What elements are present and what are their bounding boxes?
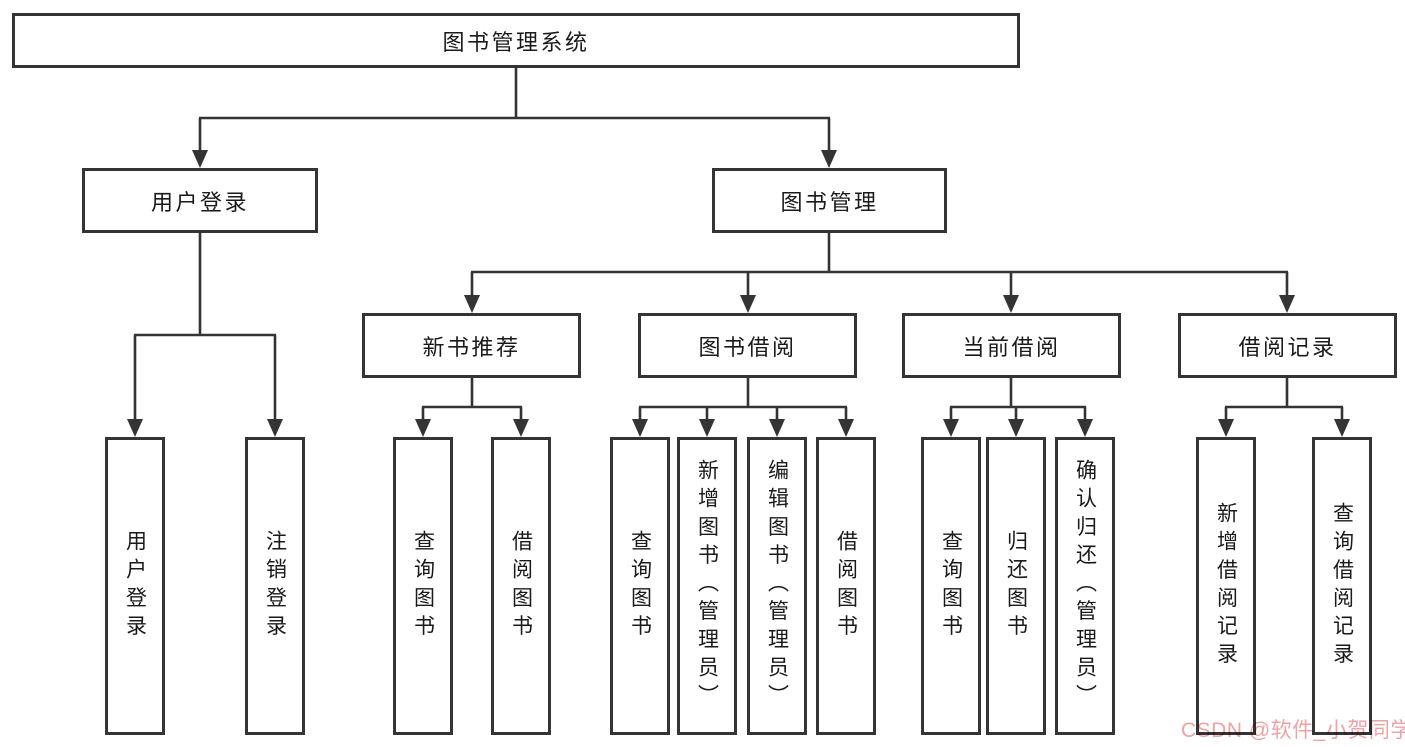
node-leaf-bb-borrow-book-label: 借阅图书 xyxy=(834,529,858,643)
node-leaf-br-query-record: 查询借阅记录 xyxy=(1312,437,1372,735)
arrowhead-br-query-record xyxy=(1334,419,1350,437)
node-current-borrow: 当前借阅 xyxy=(902,313,1121,378)
arrowhead-book-borrow xyxy=(740,295,756,313)
node-leaf-nb-borrow-book-label: 借阅图书 xyxy=(509,529,533,643)
arrowhead-cb-return-book xyxy=(1008,419,1024,437)
node-leaf-nb-query-book: 查询图书 xyxy=(393,437,453,735)
node-leaf-bb-query-book-label: 查询图书 xyxy=(628,529,652,643)
arrowhead-borrow-record xyxy=(1279,295,1295,313)
node-borrow-record: 借阅记录 xyxy=(1178,313,1397,378)
node-leaf-cb-query-book: 查询图书 xyxy=(921,437,981,735)
node-leaf-cb-confirm-return-label: 确认归还（管理员） xyxy=(1073,459,1097,713)
node-leaf-cb-return-book-label: 归还图书 xyxy=(1004,529,1028,643)
connector-book-mgmt-to-level2 xyxy=(470,232,1289,309)
arrowheads xyxy=(127,150,1350,437)
arrowhead-user-login xyxy=(192,150,208,168)
node-leaf-cb-return-book: 归还图书 xyxy=(986,437,1046,735)
arrowhead-bb-query-book xyxy=(632,419,648,437)
arrowhead-br-add-record xyxy=(1218,419,1234,437)
node-leaf-cb-query-book-label: 查询图书 xyxy=(939,529,963,643)
node-leaf-bb-add-book: 新增图书（管理员） xyxy=(677,437,737,735)
arrowhead-nb-query-book xyxy=(415,419,431,437)
arrowhead-current-borrow xyxy=(1003,295,1019,313)
connector-root-to-level1 xyxy=(198,68,831,164)
arrowhead-new-book-rec xyxy=(464,295,480,313)
node-current-borrow-label: 当前借阅 xyxy=(962,334,1061,360)
connector-borrow-record-to-leaves xyxy=(1224,378,1344,433)
node-leaf-bb-add-book-label: 新增图书（管理员） xyxy=(695,459,719,713)
node-leaf-nb-query-book-label: 查询图书 xyxy=(411,529,435,643)
arrowhead-nb-borrow-book xyxy=(513,419,529,437)
node-borrow-record-label: 借阅记录 xyxy=(1238,334,1337,360)
node-root-label: 图书管理系统 xyxy=(442,29,590,55)
node-new-book-rec-label: 新书推荐 xyxy=(422,334,521,360)
node-leaf-bb-edit-book: 编辑图书（管理员） xyxy=(747,437,807,735)
node-leaf-br-add-record: 新增借阅记录 xyxy=(1196,437,1256,735)
node-root: 图书管理系统 xyxy=(12,13,1020,68)
node-new-book-rec: 新书推荐 xyxy=(362,313,581,378)
node-leaf-user-login-label: 用户登录 xyxy=(123,529,147,643)
node-book-borrow: 图书借阅 xyxy=(638,313,857,378)
node-book-mgmt: 图书管理 xyxy=(712,168,947,233)
node-leaf-bb-borrow-book: 借阅图书 xyxy=(816,437,876,735)
node-leaf-logout: 注销登录 xyxy=(245,437,305,735)
arrowhead-book-mgmt xyxy=(821,150,837,168)
node-leaf-logout-label: 注销登录 xyxy=(263,529,287,643)
node-leaf-user-login: 用户登录 xyxy=(105,437,165,735)
csdn-watermark: CSDN @软件_小贺同学 xyxy=(1181,719,1405,742)
node-user-login: 用户登录 xyxy=(82,168,318,233)
node-leaf-nb-borrow-book: 借阅图书 xyxy=(491,437,551,735)
arrowhead-cb-query-book xyxy=(943,419,959,437)
node-leaf-bb-query-book: 查询图书 xyxy=(610,437,670,735)
arrowhead-user-login-leaf xyxy=(127,419,143,437)
node-user-login-label: 用户登录 xyxy=(150,189,249,215)
node-book-mgmt-label: 图书管理 xyxy=(780,189,879,215)
node-leaf-br-add-record-label: 新增借阅记录 xyxy=(1214,501,1238,671)
arrowhead-bb-borrow-book xyxy=(838,419,854,437)
arrowhead-bb-edit-book xyxy=(769,419,785,437)
node-leaf-br-query-record-label: 查询借阅记录 xyxy=(1330,501,1354,671)
arrowhead-cb-confirm-return xyxy=(1077,419,1093,437)
arrowhead-bb-add-book xyxy=(699,419,715,437)
connector-user-login-to-leaves xyxy=(133,233,277,433)
node-book-borrow-label: 图书借阅 xyxy=(698,334,797,360)
connector-book-borrow-to-leaves xyxy=(638,378,848,433)
node-leaf-bb-edit-book-label: 编辑图书（管理员） xyxy=(765,459,789,713)
node-leaf-cb-confirm-return: 确认归还（管理员） xyxy=(1055,437,1115,735)
arrowhead-logout-leaf xyxy=(267,419,283,437)
connector-new-book-rec-to-leaves xyxy=(421,378,523,433)
